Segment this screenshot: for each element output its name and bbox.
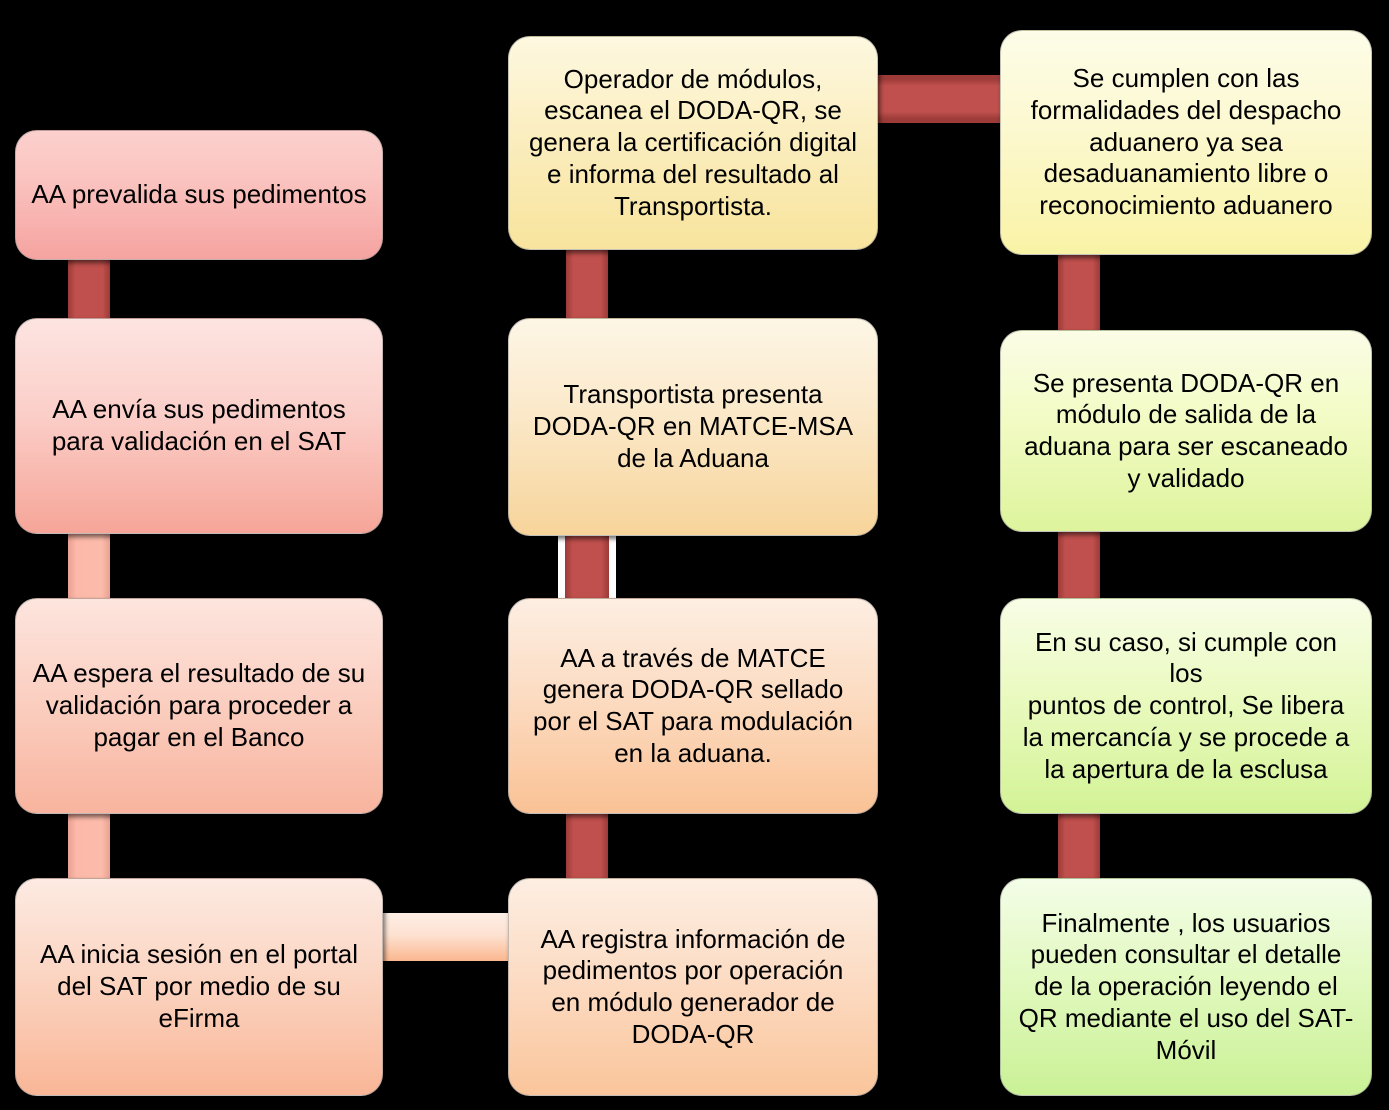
- node-label: Transportista presenta DODA-QR en MATCE-…: [532, 379, 854, 473]
- process-node-formalidades-despacho[interactable]: Se cumplen con las formalidades del desp…: [1000, 30, 1372, 255]
- connector-middle2-middle1: [566, 245, 608, 329]
- process-node-aa-espera-resultado[interactable]: AA espera el resultado de su validación …: [15, 598, 383, 814]
- process-node-libera-mercancia[interactable]: En su caso, si cumple con los puntos de …: [1000, 598, 1372, 814]
- process-node-operador-modulos[interactable]: Operador de módulos, escanea el DODA-QR,…: [508, 36, 878, 250]
- connector-right3-right4: [1058, 803, 1100, 887]
- connector-right2-right3: [1058, 523, 1100, 609]
- process-node-aa-inicia-sesion[interactable]: AA inicia sesión en el portal del SAT po…: [15, 878, 383, 1096]
- process-node-aa-envia-pedimentos[interactable]: AA envía sus pedimentos para validación …: [15, 318, 383, 534]
- process-node-consulta-sat-movil[interactable]: Finalmente , los usuarios pueden consult…: [1000, 878, 1372, 1096]
- process-node-aa-matce-genera-doda[interactable]: AA a través de MATCE genera DODA-QR sell…: [508, 598, 878, 814]
- node-label: AA envía sus pedimentos para validación …: [51, 394, 347, 456]
- process-node-presenta-doda-salida[interactable]: Se presenta DODA-QR en módulo de salida …: [1000, 330, 1372, 532]
- node-label: Se presenta DODA-QR en módulo de salida …: [1024, 367, 1348, 493]
- process-node-aa-prevalida[interactable]: AA prevalida sus pedimentos: [15, 130, 383, 260]
- node-label: AA registra información de pedimentos po…: [540, 923, 846, 1049]
- node-label: AA espera el resultado de su validación …: [32, 658, 366, 752]
- node-label: En su caso, si cumple con los puntos de …: [1022, 626, 1350, 784]
- node-label: AA prevalida sus pedimentos: [31, 179, 367, 210]
- node-label: Finalmente , los usuarios pueden consult…: [1018, 907, 1354, 1065]
- node-label: AA inicia sesión en el portal del SAT po…: [40, 939, 358, 1033]
- node-label: Se cumplen con las formalidades del desp…: [1030, 63, 1342, 221]
- connector-middle1-right1: [866, 75, 1016, 123]
- connector-left4-middle4: [370, 913, 525, 961]
- connector-left2-left3: [68, 525, 110, 609]
- connector-left3-left4: [68, 803, 110, 887]
- connector-right1-right2: [1058, 248, 1100, 340]
- node-label: AA a través de MATCE genera DODA-QR sell…: [533, 642, 853, 768]
- process-node-transportista-presenta[interactable]: Transportista presenta DODA-QR en MATCE-…: [508, 318, 878, 536]
- connector-middle4-middle3: [566, 803, 608, 887]
- node-label: Operador de módulos, escanea el DODA-QR,…: [528, 63, 858, 221]
- process-node-aa-registra-informacion[interactable]: AA registra información de pedimentos po…: [508, 878, 878, 1096]
